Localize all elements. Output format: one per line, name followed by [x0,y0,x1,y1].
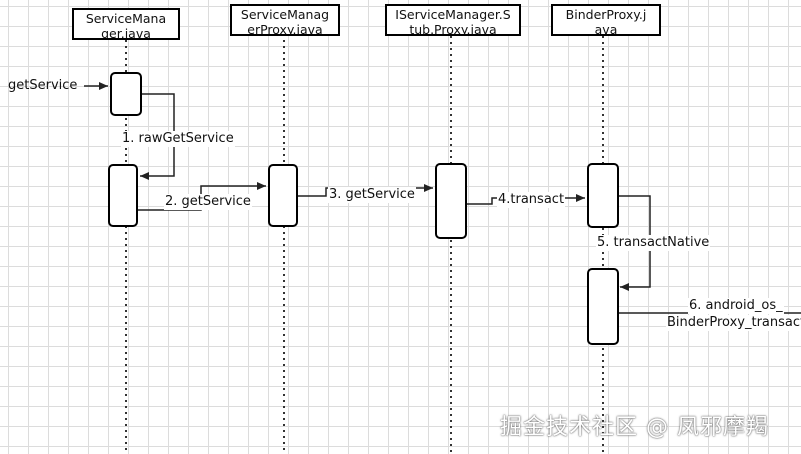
activation-servicemanager-2 [108,164,138,227]
message-label-6-line2: BinderProxy_transact [666,315,801,331]
participant-label-line2: ger.java [101,26,151,40]
participant-label-line2: tub.Proxy.java [409,22,497,36]
message-label-2: 2. getService [164,194,252,210]
participant-servicemanager: ServiceMana ger.java [72,8,180,40]
activation-servicemanager-1 [110,72,142,116]
participant-servicemanagerproxy: ServiceManag erProxy.java [230,4,340,36]
activation-binderproxy-1 [587,163,619,228]
message-label-1: 1. rawGetService [121,131,235,147]
participant-label-line1: IServiceManager.S [395,7,511,22]
activation-servicemanagerproxy [268,164,298,227]
message-label-5: 5. transactNative [596,235,711,251]
message-label-incoming: getService [8,78,78,93]
message-label-3: 3. getService [328,187,416,203]
participant-label-line1: ServiceMana [85,11,167,26]
participant-iservicemanager-stub-proxy: IServiceManager.S tub.Proxy.java [385,4,521,36]
watermark-text: 掘金技术社区 @ 凤邪摩羯 [500,415,769,440]
activation-binderproxy-2 [587,268,619,345]
message-label-6-line1: 6. android_os_ [688,298,784,314]
participant-label-line2: ava [594,22,618,36]
participant-label-line2: erProxy.java [247,22,323,36]
participant-binderproxy: BinderProxy.j ava [551,4,661,36]
message-label-4: 4.transact [497,192,566,208]
participant-label-line1: BinderProxy.j [565,7,647,22]
activation-iservicemanager-stub-proxy [435,163,467,239]
participant-label-line1: ServiceManag [240,7,330,22]
